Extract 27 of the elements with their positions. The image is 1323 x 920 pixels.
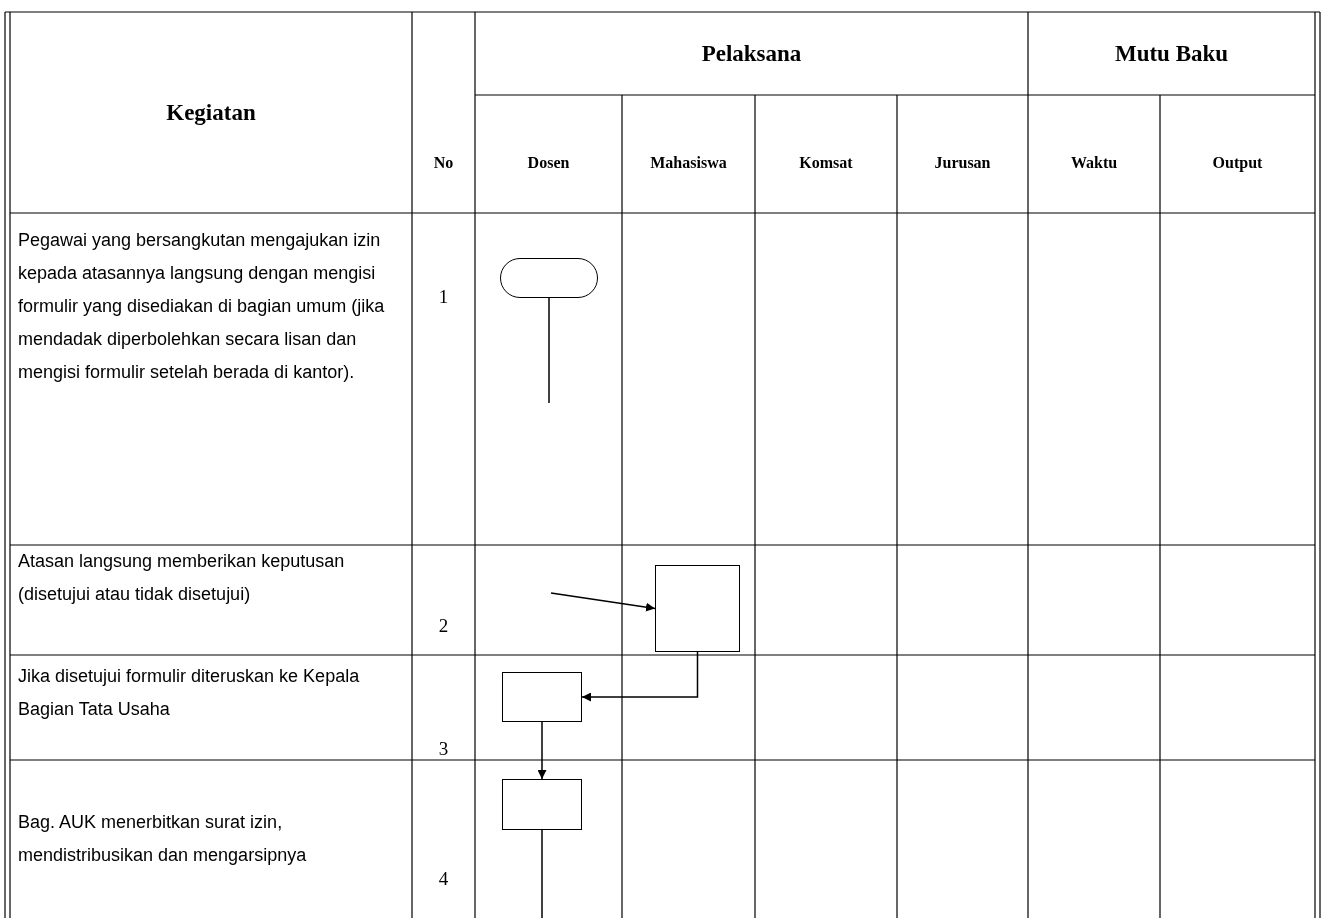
- column-header: Mutu Baku: [1113, 39, 1230, 68]
- column-header: Komsat: [798, 153, 854, 173]
- arrow: [537, 721, 547, 780]
- step-number: 4: [437, 868, 450, 890]
- process-box: [655, 565, 740, 652]
- step-number: 3: [437, 738, 450, 760]
- arrow: [550, 592, 656, 612]
- column-header: Pelaksana: [700, 39, 803, 68]
- column-header: Output: [1211, 153, 1264, 174]
- step-number: 1: [437, 286, 450, 308]
- column-header: Kegiatan: [165, 98, 257, 127]
- column-header: No: [432, 153, 455, 173]
- activity-text: Bag. AUK menerbitkan surat izin, mendistribusikan dan mengarsipnya: [17, 811, 308, 867]
- column-header: Jurusan: [933, 153, 992, 173]
- activity-text: Pegawai yang bersangkutan mengajukan izin kepada atasannya langsung dengan mengisi formulir yang disediakan di bagian umum (jika mendadak diperbolehkan secara lisan dan mengisi formulir setelah berada di kantor).: [17, 229, 386, 384]
- activity-text: Atasan langsung memberikan keputusan (disetujui atau tidak disetujui): [17, 550, 346, 606]
- terminator-shape: [500, 258, 598, 298]
- process-box: [502, 672, 582, 722]
- connector-line: [548, 297, 550, 404]
- activity-text: Jika disetujui formulir diteruskan ke Kepala Bagian Tata Usaha: [17, 665, 361, 721]
- step-number: 2: [437, 615, 450, 637]
- column-header: Mahasiswa: [649, 153, 728, 173]
- connector-line: [541, 829, 543, 919]
- process-box: [502, 779, 582, 830]
- arrow: [581, 651, 699, 702]
- column-header: Dosen: [526, 153, 571, 173]
- column-header: Waktu: [1069, 153, 1119, 173]
